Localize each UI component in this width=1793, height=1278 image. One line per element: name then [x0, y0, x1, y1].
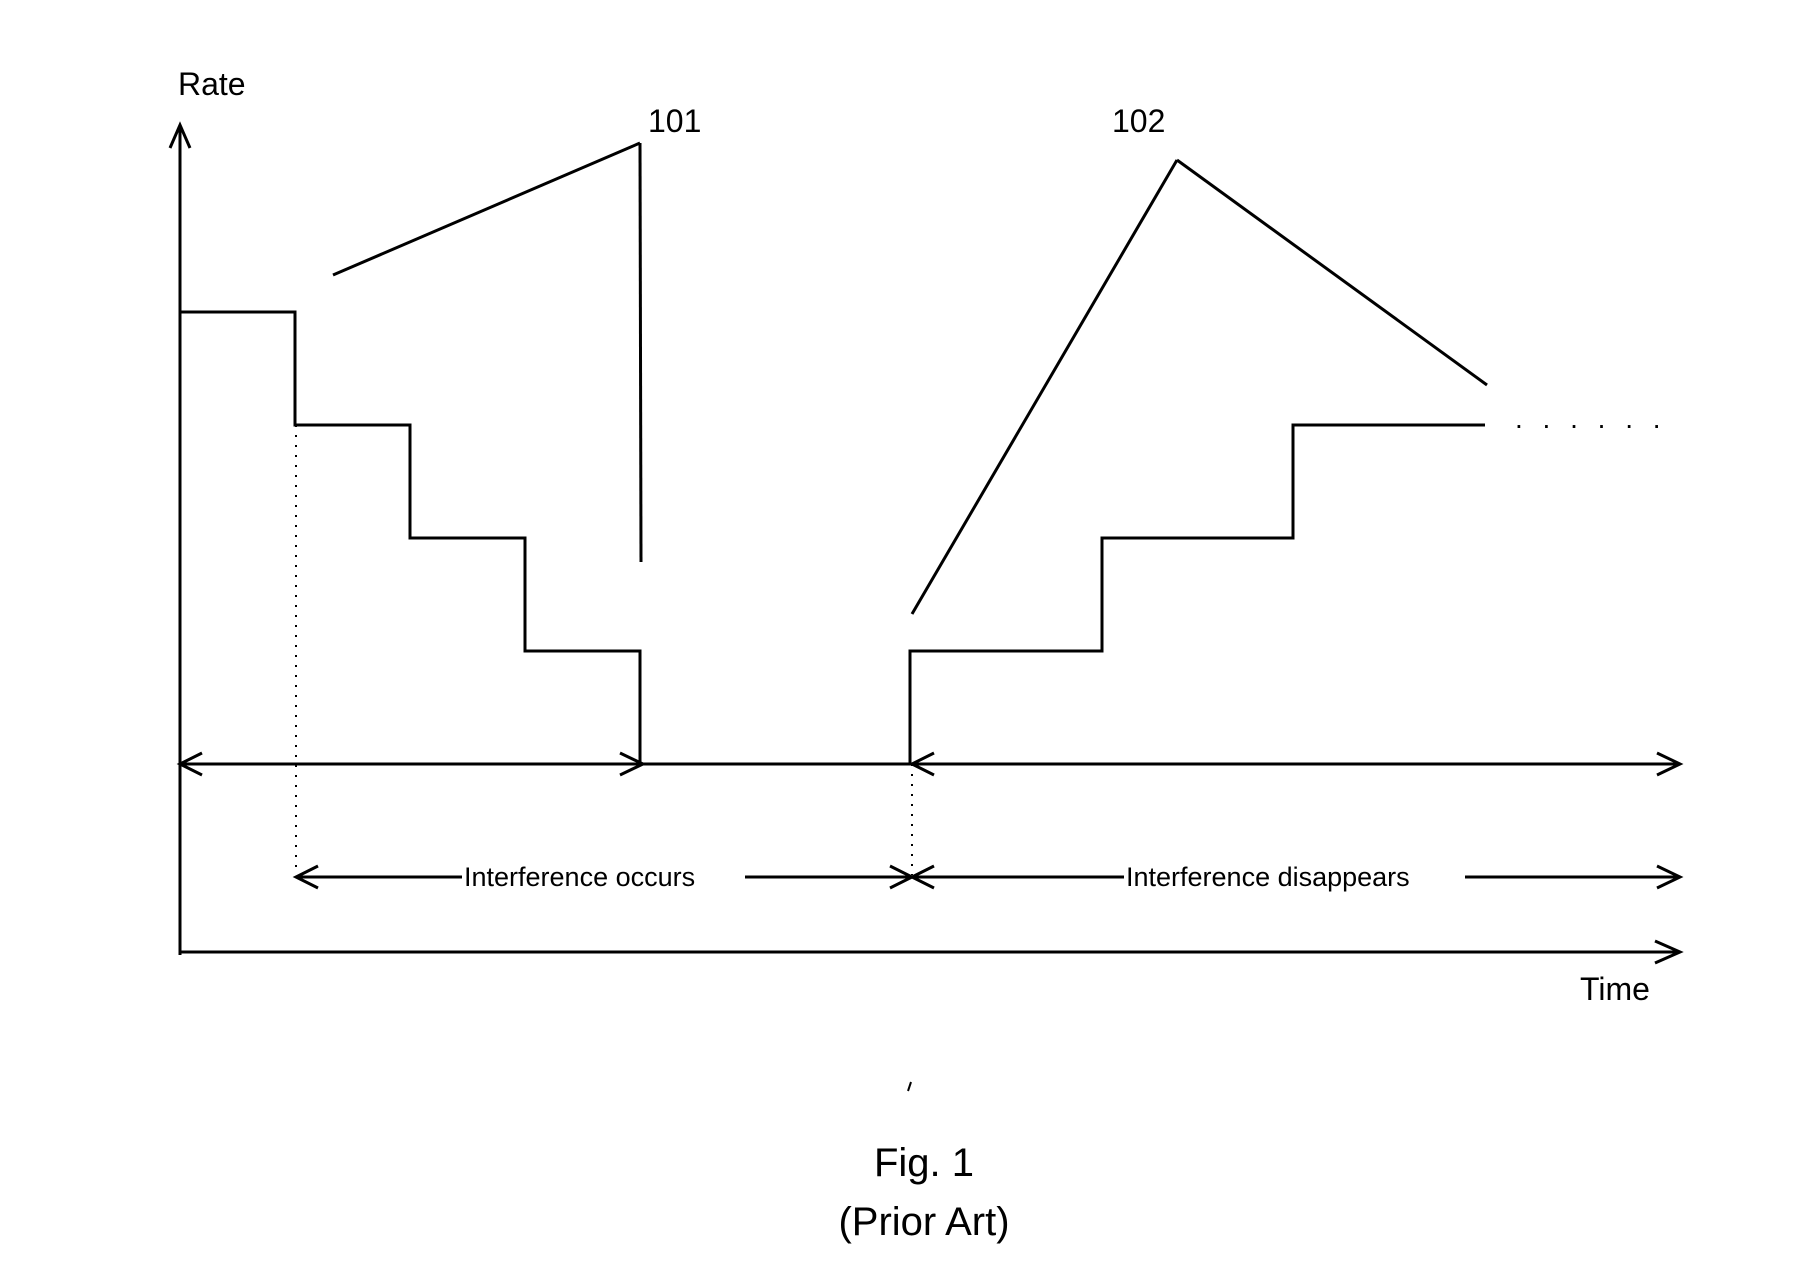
rate-step-curve	[180, 312, 1485, 764]
reference-label-102: 102	[1112, 103, 1165, 139]
reference-label-101: 101	[648, 103, 701, 139]
leader-line-102	[912, 160, 1487, 614]
interference-disappears-label: Interference disappears	[1126, 862, 1410, 892]
interference-occurs-label: Interference occurs	[464, 862, 695, 892]
rate-axis	[170, 125, 190, 955]
figure-note: (Prior Art)	[838, 1200, 1009, 1244]
time-axis-label: Time	[1580, 971, 1650, 1007]
time-axis	[180, 941, 1680, 963]
continuation-dots: . . . . . .	[1515, 403, 1667, 434]
period-arrow-row	[180, 753, 1680, 775]
figure-number: Fig. 1	[874, 1141, 974, 1185]
stray-mark	[908, 1082, 911, 1091]
rate-axis-label: Rate	[178, 66, 246, 102]
leader-line-101	[333, 143, 641, 562]
